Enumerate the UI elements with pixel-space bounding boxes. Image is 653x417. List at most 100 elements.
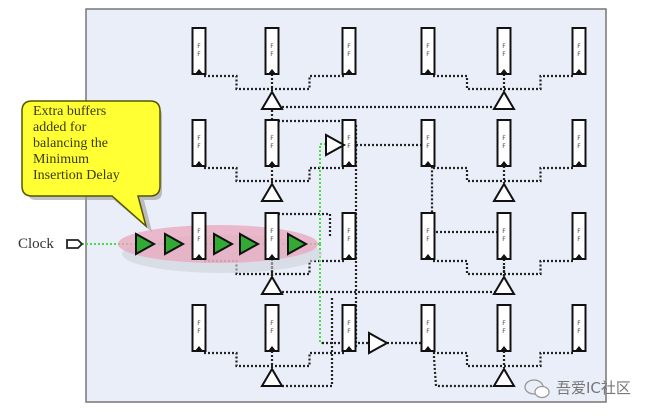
callout-text: Extra buffers added for balancing the Mi…	[33, 104, 153, 184]
flip-flop-label: F	[502, 143, 506, 150]
clock-pin-icon	[500, 346, 508, 351]
flip-flop: FF	[341, 27, 357, 75]
flip-flop-label: F	[347, 43, 351, 50]
clock-pin-icon	[424, 346, 432, 351]
flip-flop: FF	[341, 119, 357, 167]
flip-flop-label: F	[577, 135, 581, 142]
clock-path	[319, 244, 322, 344]
extra-buffer-icon	[287, 232, 309, 256]
callout-line: balancing the	[33, 136, 109, 151]
clock-pin-icon	[575, 161, 583, 166]
flip-flop: FF	[496, 212, 512, 260]
flip-flop-label: F	[197, 228, 201, 235]
buffer-icon	[492, 367, 516, 387]
clock-pin-icon	[268, 161, 276, 166]
callout-line: Insertion Delay	[33, 168, 120, 183]
clock-pin-icon	[575, 254, 583, 259]
flip-flop: FF	[191, 119, 207, 167]
clock-path	[319, 143, 326, 244]
flip-flop: FF	[571, 212, 587, 260]
clock-pin-icon	[345, 254, 353, 259]
flip-flop-label: F	[347, 143, 351, 150]
extra-buffer-icon	[135, 232, 157, 256]
flip-flop-label: F	[426, 320, 430, 327]
clock-wire	[433, 351, 574, 368]
clock-wire	[204, 351, 344, 368]
flip-flop: FF	[496, 304, 512, 352]
flip-flop-label: F	[197, 320, 201, 327]
flip-flop-label: F	[577, 228, 581, 235]
clock-wire	[433, 259, 574, 276]
clock-pin-icon	[195, 346, 203, 351]
clock-pin-icon	[424, 161, 432, 166]
clock-wire	[433, 74, 574, 91]
clock-label: Clock	[18, 236, 54, 252]
clock-pin-icon	[345, 161, 353, 166]
flip-flop-label: F	[270, 143, 274, 150]
clock-pin-icon	[268, 254, 276, 259]
flip-flop: FF	[264, 119, 280, 167]
clock-wire	[387, 341, 494, 388]
buffer-icon	[260, 275, 284, 295]
flip-flop-label: F	[502, 236, 506, 243]
flip-flop: FF	[571, 119, 587, 167]
flip-flop-label: F	[270, 320, 274, 327]
clock-pin-icon	[268, 69, 276, 74]
clock-pin-icon	[195, 69, 203, 74]
callout	[21, 100, 162, 232]
extra-buffer-icon	[239, 232, 261, 256]
flip-flop-label: F	[577, 328, 581, 335]
watermark: 吾爱IC社区	[556, 379, 631, 397]
flip-flop-label: F	[347, 51, 351, 58]
flip-flop: FF	[341, 304, 357, 352]
flip-flop-label: F	[502, 51, 506, 58]
flip-flop-label: F	[577, 236, 581, 243]
clock-input-port-icon	[66, 239, 84, 249]
flip-flop: FF	[264, 27, 280, 75]
flip-flop-label: F	[502, 228, 506, 235]
flip-flop-label: F	[426, 135, 430, 142]
callout-line: Extra buffers	[33, 104, 107, 119]
flip-flop-label: F	[502, 135, 506, 142]
flip-flop: FF	[420, 119, 436, 167]
buffers	[135, 90, 516, 387]
flip-flop-label: F	[347, 236, 351, 243]
buffer-icon	[492, 182, 516, 202]
clock-pin-icon	[424, 69, 432, 74]
callout-line: added for	[33, 120, 87, 135]
flip-flop-label: F	[197, 328, 201, 335]
clock-port	[66, 239, 84, 249]
flip-flop-label: F	[426, 236, 430, 243]
clock-wire	[433, 166, 574, 183]
extra-buffer-icon	[164, 232, 186, 256]
flip-flop-label: F	[426, 43, 430, 50]
flip-flop-label: F	[197, 236, 201, 243]
callout-line: Minimum	[33, 152, 90, 167]
buffer-icon	[325, 133, 347, 157]
flip-flop-label: F	[197, 43, 201, 50]
clock-wire	[278, 212, 332, 238]
flip-flop-label: F	[347, 320, 351, 327]
buffer-icon	[260, 367, 284, 387]
clock-pin-icon	[500, 69, 508, 74]
flip-flop-label: F	[197, 51, 201, 58]
clock-wire	[204, 74, 344, 91]
flip-flop-label: F	[502, 320, 506, 327]
flip-flop-label: F	[577, 143, 581, 150]
flip-flop-label: F	[577, 320, 581, 327]
flip-flop: FF	[571, 304, 587, 352]
flip-flop: FF	[496, 27, 512, 75]
flip-flop-label: F	[270, 135, 274, 142]
buffer-icon	[260, 90, 284, 110]
flip-flops: FFFFFFFFFFFFFFFFFFFFFFFFFFFFFFFFFFFFFFFF…	[191, 27, 587, 352]
flip-flop-label: F	[347, 135, 351, 142]
flip-flop-label: F	[270, 236, 274, 243]
flip-flop: FF	[420, 212, 436, 260]
buffer-icon	[492, 90, 516, 110]
clock-pin-icon	[195, 161, 203, 166]
flip-flop-label: F	[577, 51, 581, 58]
buffer-icon	[260, 182, 284, 202]
flip-flop: FF	[420, 304, 436, 352]
flip-flop: FF	[191, 27, 207, 75]
